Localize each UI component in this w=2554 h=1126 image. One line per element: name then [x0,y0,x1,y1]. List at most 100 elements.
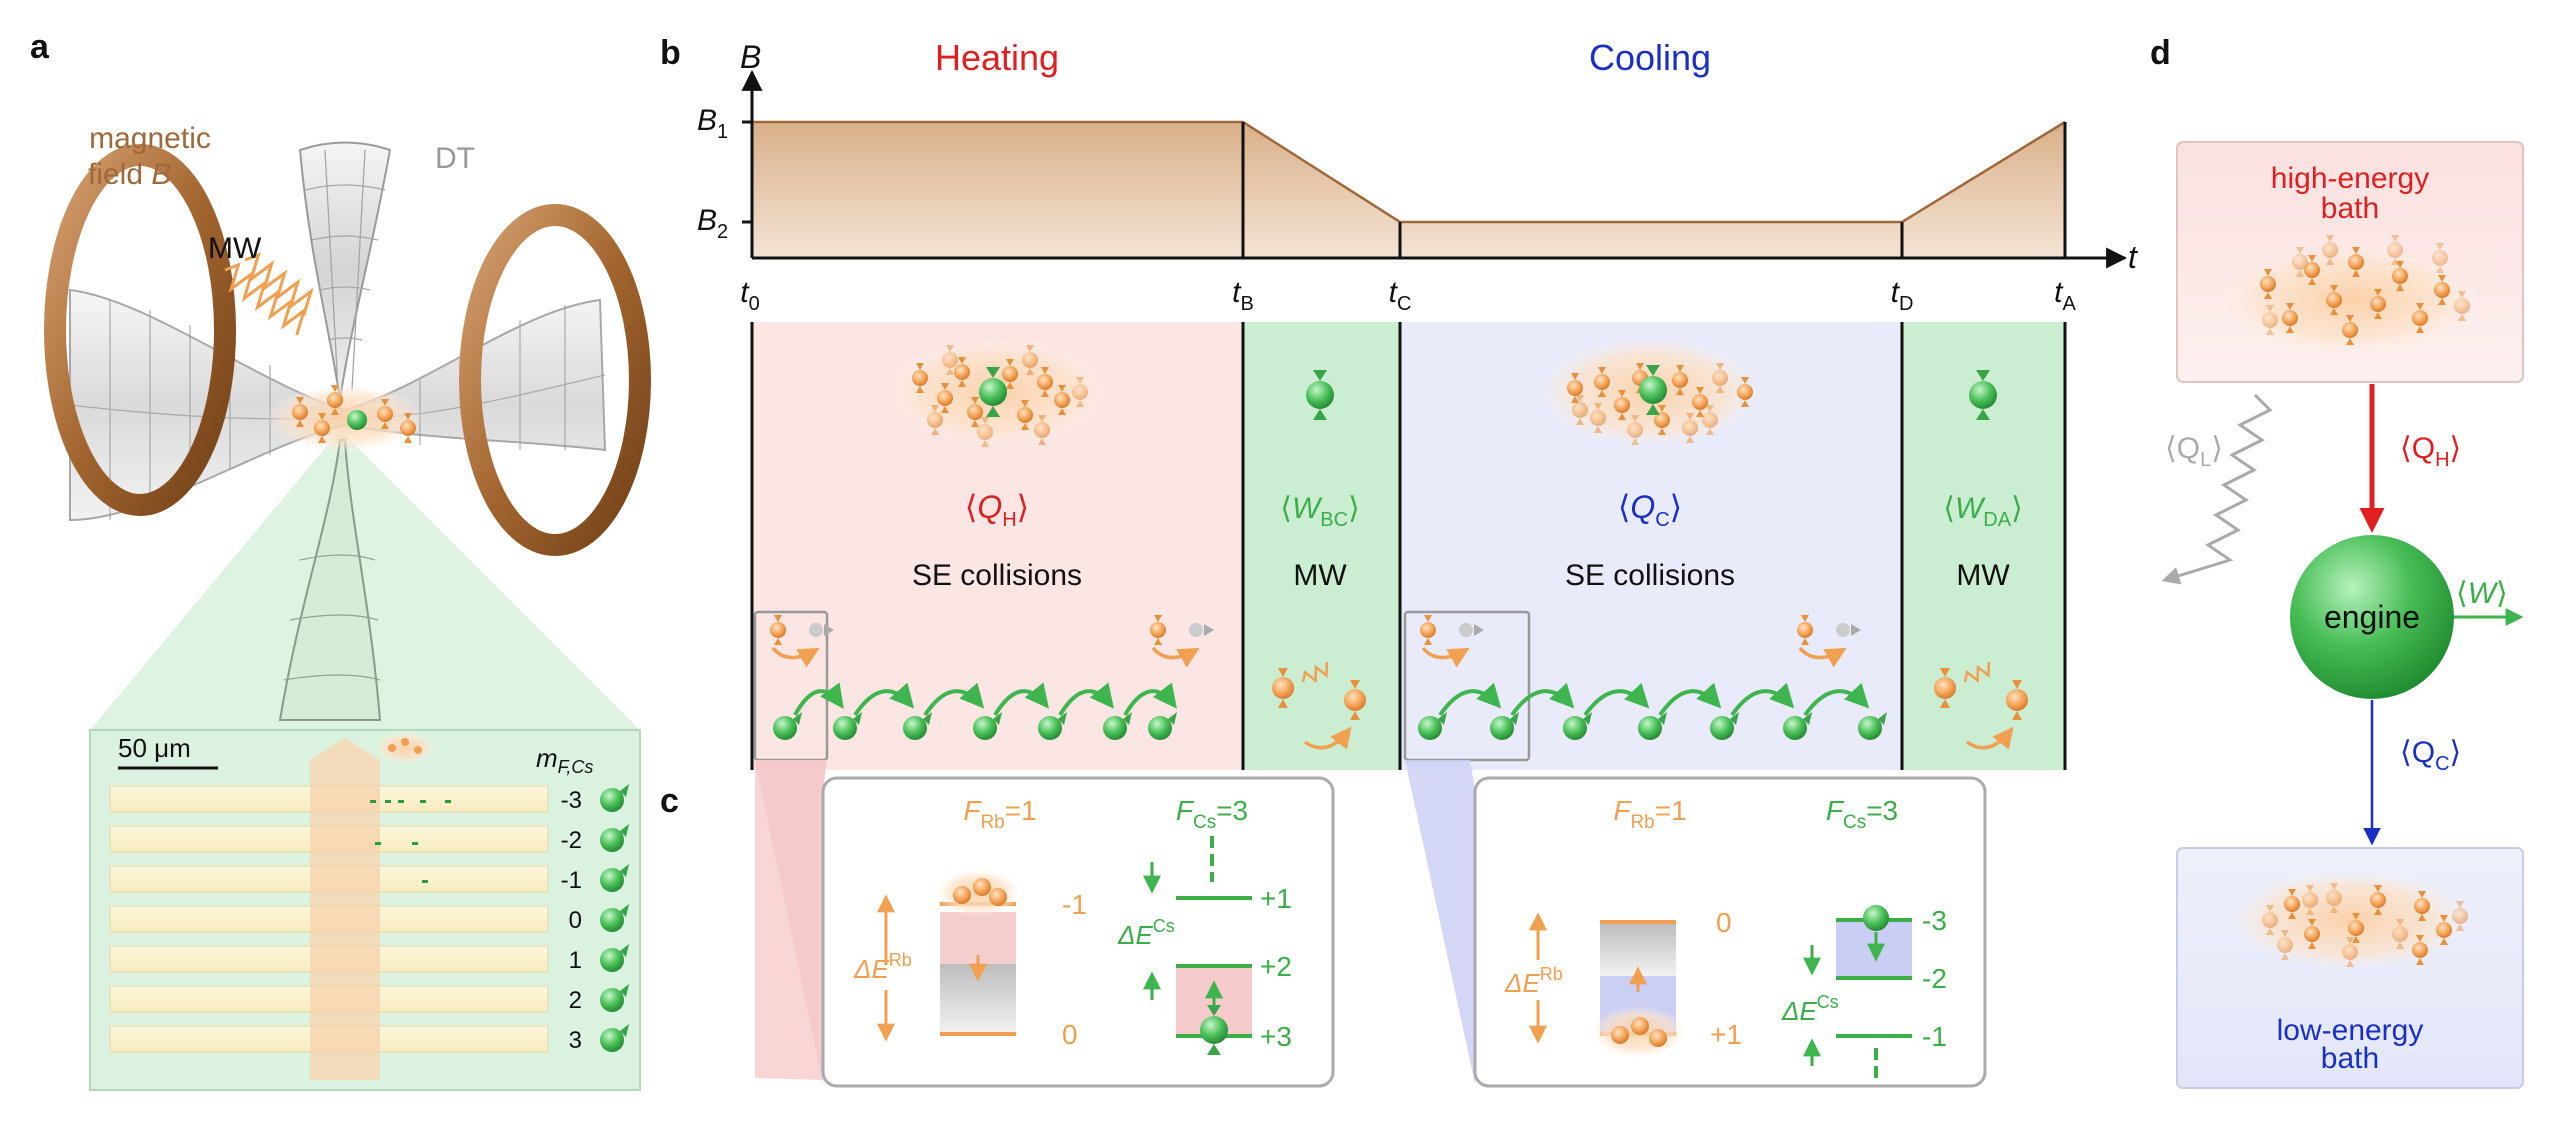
energy-level-box-left [821,776,1335,1088]
panel-letter-b: b [660,34,681,72]
cs-atom [347,410,367,430]
left-coil [44,144,236,516]
w-label-d: W [2468,577,2499,610]
svg-text:FCs=3: FCs=3 [1826,795,1898,833]
cs-level-right-2: -2 [1922,963,1947,994]
svg-text:ΔECs: ΔECs [1117,916,1175,950]
qc-label-b: Q [1630,489,1655,525]
panel-d: high-energy bath low-energy bath engine … [2161,141,2524,1089]
state-row-label: -3 [561,787,582,814]
panel-b: B t B1 B2 Heating Cooling t0 tB tC tD tA… [697,37,2138,770]
qc-label-d: Q [2412,736,2435,769]
svg-text:⟨QC⟩: ⟨QC⟩ [1618,489,1682,531]
zoom-wedge-right [1405,760,1475,1084]
se-collisions-cooling: SE collisions [1565,559,1735,592]
scalebar-label: 50 μm [118,733,191,763]
cold-bath-label-line2: bath [2321,1042,2379,1075]
svg-text:ΔERb: ΔERb [1504,964,1563,998]
cold-bath-label-line1: low-energy [2277,1014,2424,1047]
se-collisions-heating: SE collisions [912,559,1082,592]
t-axis-label: t [2128,239,2138,275]
svg-text:B2: B2 [697,204,728,243]
wbc-label: W [1292,492,1323,525]
svg-text:⟨QC⟩: ⟨QC⟩ [2400,736,2461,775]
panel-a: magnetic field B MW DT 50 μm mF,Cs -3 -2 -… [44,122,651,1091]
svg-text:⟨QL⟩: ⟨QL⟩ [2165,432,2223,471]
tick-ta: t [2054,276,2064,309]
svg-text:⟨W⟩: ⟨W⟩ [2456,577,2508,610]
ql-label: Q [2177,432,2200,465]
microwave-wave-icon [224,262,307,336]
mf-label-main: m [536,743,558,773]
frb-label-right: F [1613,795,1632,826]
rb-level-right-bottom: +1 [1710,1019,1742,1050]
cs-level-left-1: +1 [1260,883,1292,914]
b1-label: B [697,104,717,137]
qh-label-b: Q [977,489,1002,525]
state-row-label: 1 [569,947,582,974]
hot-bath-label-line1: high-energy [2271,162,2429,195]
cs-level-left-2: +2 [1260,951,1292,982]
cooling-label: Cooling [1589,37,1711,78]
tick-td: t [1891,276,1901,309]
svg-text:FRb=1: FRb=1 [963,795,1036,833]
field-label-var: B [151,158,171,191]
panel-letter-a: a [30,28,50,66]
mw-label-da: MW [1956,559,2010,592]
svg-text:FCs=3: FCs=3 [1176,795,1248,833]
rb-level-right-top: 0 [1716,907,1732,938]
de-cs-right: ΔE [1781,996,1817,1026]
b-axis-label: B [740,39,761,75]
fcs-label-left: F [1176,795,1195,826]
svg-text:FRb=1: FRb=1 [1613,795,1686,833]
cs-level-right-3: -1 [1922,1021,1947,1052]
engine-sphere [2290,535,2454,699]
state-row-label: -2 [561,827,582,854]
right-coil [459,204,651,556]
svg-text:⟨QH⟩: ⟨QH⟩ [2400,432,2461,471]
wda-label: W [1955,492,1986,525]
svg-text:tB: tB [1232,276,1254,315]
svg-text:ΔERb: ΔERb [853,950,912,984]
field-profile-fill [752,122,1902,258]
imaging-cone [90,430,640,730]
svg-text:⟨QH⟩: ⟨QH⟩ [965,489,1029,531]
svg-text:tA: tA [2054,276,2076,315]
tick-tb: t [1232,276,1242,309]
heating-label: Heating [935,37,1059,78]
svg-text:tD: tD [1891,276,1914,315]
state-row-label: -1 [561,867,582,894]
svg-text:B1: B1 [697,104,728,143]
state-row-label: 0 [569,907,582,934]
cs-level-left-3: +3 [1260,1021,1292,1052]
field-label-line1: magnetic [89,122,211,155]
svg-text:ΔECs: ΔECs [1781,992,1839,1026]
hot-bath-label-line2: bath [2321,192,2379,225]
mw-label-a: MW [208,232,262,265]
svg-text:field B: field B [88,158,171,191]
ql-arrow [2161,393,2273,585]
panel-letter-d: d [2150,34,2171,72]
b2-label: B [697,204,717,237]
state-row-label: 3 [569,1027,582,1054]
de-rb-right: ΔE [1504,968,1540,998]
panel-c: FRb=1 FCs=3 -1 0 ΔERb +1 +2 +3 ΔECs FRb=… [755,760,1987,1088]
atom-cloud [265,384,425,452]
tick-t0: t [740,276,750,309]
cs-level-right-1: -3 [1922,905,1947,936]
mf-label-sub: F,Cs [558,757,594,777]
vertical-trap-beam-top [298,141,392,401]
frb-label-left: F [963,795,982,826]
de-rb-left: ΔE [853,954,889,984]
svg-text:mF,Cs: mF,Cs [536,743,593,777]
dt-label: DT [435,142,475,175]
de-cs-left: ΔE [1117,920,1153,950]
engine-label: engine [2324,599,2420,635]
svg-text:tC: tC [1389,276,1412,315]
rb-level-left-bottom: 0 [1062,1019,1078,1050]
rb-level-left-top: -1 [1062,889,1087,920]
panel-letter-c: c [660,782,679,820]
vertical-trap-beam-bottom [278,439,382,721]
